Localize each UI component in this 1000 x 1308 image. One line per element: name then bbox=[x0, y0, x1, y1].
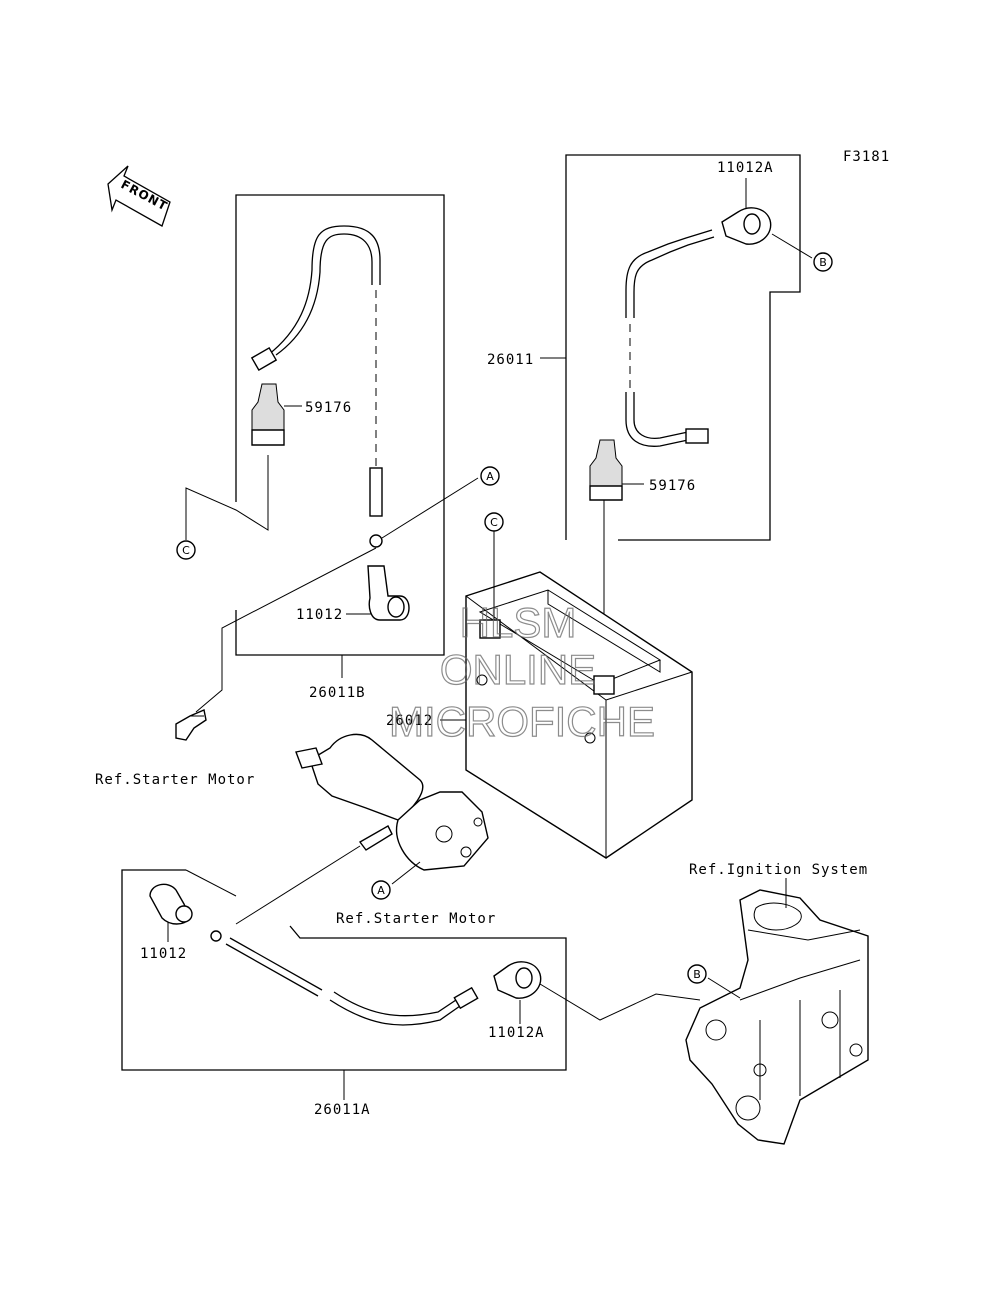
label-26011B: 26011B bbox=[309, 685, 366, 701]
svg-text:C: C bbox=[182, 544, 190, 557]
front-label: FRONT bbox=[119, 177, 170, 213]
callout-C-left: C bbox=[176, 540, 196, 560]
watermark-line-3: MICROFICHE bbox=[389, 698, 655, 745]
label-ref-starter-motor-2: Ref.Starter Motor bbox=[336, 911, 496, 927]
watermark-line-2: ONLINE bbox=[440, 646, 596, 693]
callout-C-right: C bbox=[484, 512, 504, 532]
watermark-line-1: HLSM bbox=[460, 599, 577, 646]
label-ref-starter-motor-1: Ref.Starter Motor bbox=[95, 772, 255, 788]
callout-A-top: A bbox=[480, 466, 500, 486]
figure-code: F3181 bbox=[843, 149, 890, 165]
label-59176-right: 59176 bbox=[649, 478, 696, 494]
svg-text:A: A bbox=[377, 884, 385, 897]
group-26011A bbox=[121, 845, 701, 1100]
svg-text:A: A bbox=[486, 470, 494, 483]
label-26012: 26012 bbox=[386, 713, 433, 729]
callout-B-bottom: B bbox=[687, 964, 707, 984]
label-11012A-top: 11012A bbox=[717, 160, 774, 176]
starter-motor bbox=[295, 733, 489, 885]
ignition-housing bbox=[685, 878, 869, 1145]
label-11012A-bottom: 11012A bbox=[488, 1025, 545, 1041]
callout-A-bottom: A bbox=[371, 880, 391, 900]
label-26011A: 26011A bbox=[314, 1102, 371, 1118]
callout-B-top: B bbox=[813, 252, 833, 272]
label-26011: 26011 bbox=[487, 352, 534, 368]
front-arrow-icon: FRONT bbox=[107, 165, 171, 227]
svg-text:B: B bbox=[819, 256, 827, 269]
label-11012-left: 11012 bbox=[140, 946, 187, 962]
label-59176-left: 59176 bbox=[305, 400, 352, 416]
label-11012-mid: 11012 bbox=[296, 607, 343, 623]
svg-text:B: B bbox=[693, 968, 701, 981]
group-26011 bbox=[540, 154, 813, 680]
group-26011B bbox=[175, 194, 479, 741]
svg-text:C: C bbox=[490, 516, 498, 529]
battery-26012 bbox=[440, 530, 693, 859]
label-ref-ignition-system: Ref.Ignition System bbox=[689, 862, 868, 878]
watermark: HLSM ONLINE MICROFICHE bbox=[388, 598, 655, 745]
